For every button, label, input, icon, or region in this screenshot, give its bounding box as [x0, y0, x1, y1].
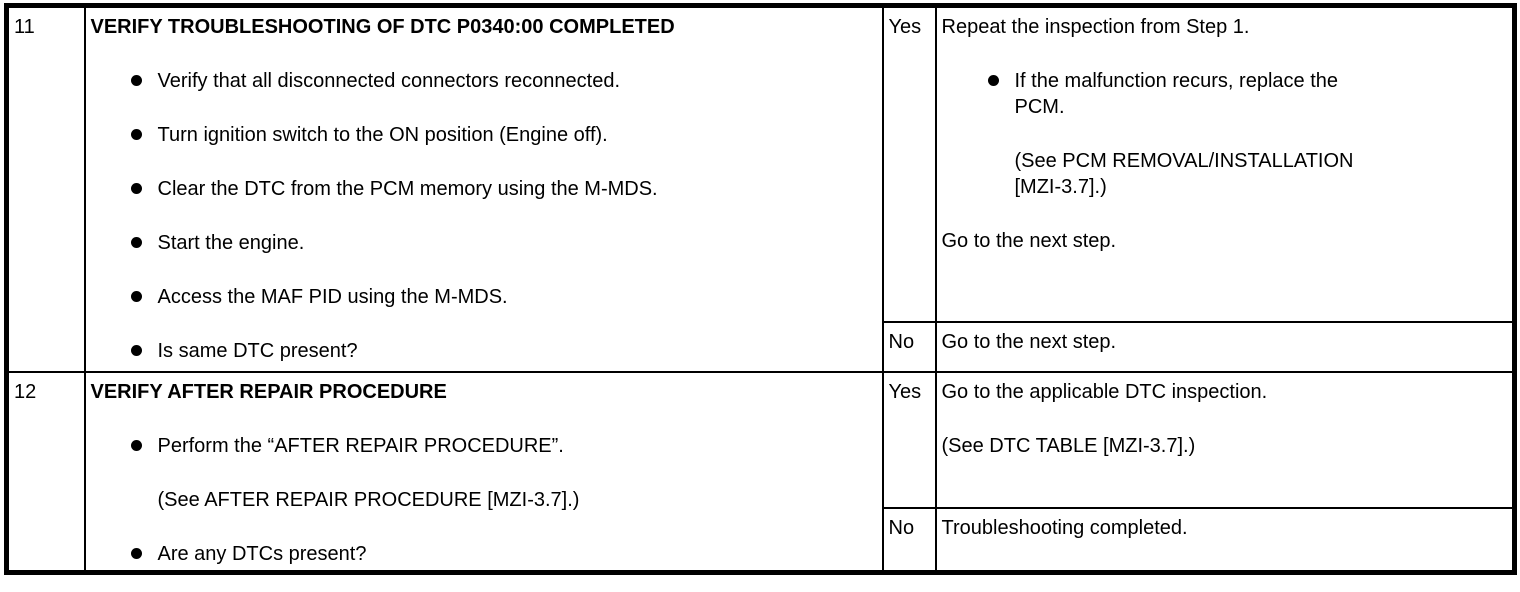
action-bullet-item: Access the MAF PID using the M-MDS. — [91, 284, 876, 310]
action-bullet-item: Is same DTC present? — [91, 338, 876, 364]
result-paragraph: Repeat the inspection from Step 1. — [941, 16, 1250, 38]
branch-label-no: No — [888, 330, 915, 353]
action-bullet-item: Verify that all disconnected connectors … — [91, 68, 876, 94]
branch-label-cell: Yes — [881, 370, 937, 509]
action-bullet-item: Clear the DTC from the PCM memory using … — [91, 176, 876, 202]
result-cell: Go to the next step. — [934, 320, 1516, 373]
step-number-cell: 12 — [5, 370, 86, 574]
row-step-12-no: No Troubleshooting completed. — [7, 506, 1516, 574]
step-number: 11 — [14, 16, 35, 38]
action-title: VERIFY AFTER REPAIR PROCEDURE — [90, 380, 447, 403]
branch-label-cell: No — [881, 320, 937, 373]
result-paragraph: Go to the next step. — [941, 330, 1117, 353]
action-bullet-item: Are any DTCs present? — [91, 541, 876, 567]
row-step-11-yes: 11 VERIFY TROUBLESHOOTING OF DTC P0340:0… — [5, 4, 1516, 373]
action-reference: (See AFTER REPAIR PROCEDURE [MZI-3.7].) — [157, 488, 580, 511]
step-number: 12 — [14, 380, 37, 403]
action-bullet-item: Start the engine. — [91, 230, 876, 256]
result-bullet-item: If the malfunction recurs, replace the P… — [942, 68, 1507, 120]
action-bullet-item: Perform the “AFTER REPAIR PROCEDURE”. — [91, 433, 876, 459]
result-cell: Go to the applicable DTC inspection. (Se… — [934, 370, 1516, 509]
row-step-12-yes: 12 VERIFY AFTER REPAIR PROCEDURE Perform… — [5, 370, 1516, 574]
branch-label-yes: Yes — [888, 380, 922, 403]
result-reference: (See DTC TABLE [MZI-3.7].) — [941, 434, 1196, 457]
branch-label-cell: Yes — [881, 4, 937, 323]
action-bullet-item: Turn ignition switch to the ON position … — [91, 122, 876, 148]
action-cell: VERIFY TROUBLESHOOTING OF DTC P0340:00 C… — [83, 4, 884, 373]
result-paragraph: Go to the applicable DTC inspection. — [941, 380, 1268, 403]
action-title: VERIFY TROUBLESHOOTING OF DTC P0340:00 C… — [90, 16, 675, 38]
row-step-11-no: No Go to the next step. — [7, 320, 1516, 373]
result-paragraph: Troubleshooting completed. — [941, 516, 1188, 539]
step-number-cell: 11 — [5, 4, 86, 373]
result-reference: (See PCM REMOVAL/INSTALLATION [MZI-3.7].… — [1014, 150, 1354, 198]
result-cell: Repeat the inspection from Step 1. If th… — [934, 4, 1516, 323]
result-paragraph: Go to the next step. — [941, 230, 1117, 252]
troubleshooting-table: 11 VERIFY TROUBLESHOOTING OF DTC P0340:0… — [4, 3, 1517, 575]
action-cell: VERIFY AFTER REPAIR PROCEDURE Perform th… — [83, 370, 884, 574]
result-cell: Troubleshooting completed. — [934, 506, 1516, 574]
branch-label-cell: No — [881, 506, 937, 574]
branch-label-no: No — [888, 516, 915, 539]
branch-label-yes: Yes — [888, 16, 922, 38]
